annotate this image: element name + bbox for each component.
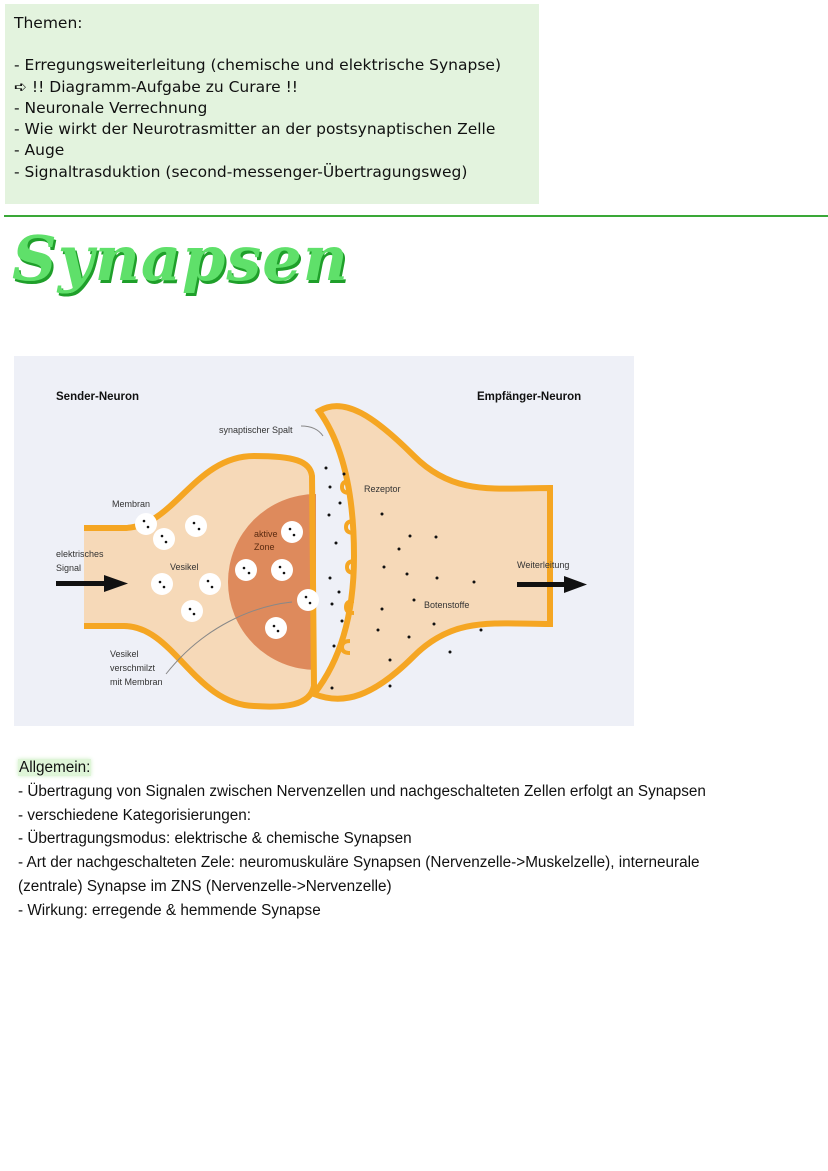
label-forward: Weiterleitung bbox=[517, 560, 569, 570]
label-active-zone: Zone bbox=[254, 542, 275, 552]
label-signal: Signal bbox=[56, 563, 81, 573]
label-sender: Sender-Neuron bbox=[56, 391, 139, 403]
divider bbox=[4, 215, 828, 217]
label-receptor: Rezeptor bbox=[364, 484, 401, 494]
general-line: (zentrale) Synapse im ZNS (Nervenzelle->… bbox=[18, 877, 392, 895]
general-line: - Art der nachgeschalteten Zele: neuromu… bbox=[18, 854, 700, 872]
label-cleft: synaptischer Spalt bbox=[219, 425, 293, 435]
label-membrane: Membran bbox=[112, 499, 150, 509]
general-line: - Übertragungsmodus: elektrische & chemi… bbox=[18, 830, 412, 848]
general-section: Allgemein: - Übertragung von Signalen zw… bbox=[18, 756, 818, 923]
general-line: - Wirkung: erregende & hemmende Synapse bbox=[18, 901, 321, 919]
topic-item: - Auge bbox=[14, 141, 65, 160]
vesicles bbox=[135, 513, 319, 639]
topic-item: - Erregungsweiterleitung (chemische und … bbox=[14, 56, 501, 75]
topic-item: ➪ !! Diagramm-Aufgabe zu Curare !! bbox=[14, 77, 299, 96]
page-title: Synapsen bbox=[12, 222, 349, 295]
topic-item: - Wie wirkt der Neurotrasmitter an der p… bbox=[14, 120, 496, 139]
synapse-diagram: Sender-Neuron Empfänger-Neuron synaptisc… bbox=[14, 356, 634, 726]
topics-heading: Themen: bbox=[14, 14, 83, 32]
label-receiver: Empfänger-Neuron bbox=[477, 391, 581, 403]
receiver-neuron-shape bbox=[309, 403, 553, 702]
topics-box: Themen: - Erregungsweiterleitung (chemis… bbox=[5, 4, 539, 204]
general-line: - verschiedene Kategorisierungen: bbox=[18, 806, 251, 824]
label-vesicle: Vesikel bbox=[170, 562, 199, 572]
label-fusion: verschmilzt bbox=[110, 663, 156, 673]
forward-arrow-icon bbox=[517, 576, 587, 593]
topic-item: - Signaltrasduktion (second-messenger-Üb… bbox=[14, 162, 468, 181]
label-fusion: mit Membran bbox=[110, 677, 163, 687]
general-line: - Übertragung von Signalen zwischen Nerv… bbox=[18, 782, 706, 800]
label-fusion: Vesikel bbox=[110, 649, 139, 659]
label-active-zone: aktive bbox=[254, 529, 278, 539]
label-signal: elektrisches bbox=[56, 549, 104, 559]
signal-arrow-icon bbox=[56, 575, 128, 592]
general-heading: Allgemein: bbox=[18, 759, 92, 776]
label-messengers: Botenstoffe bbox=[424, 600, 469, 610]
topic-item: - Neuronale Verrechnung bbox=[14, 98, 208, 117]
